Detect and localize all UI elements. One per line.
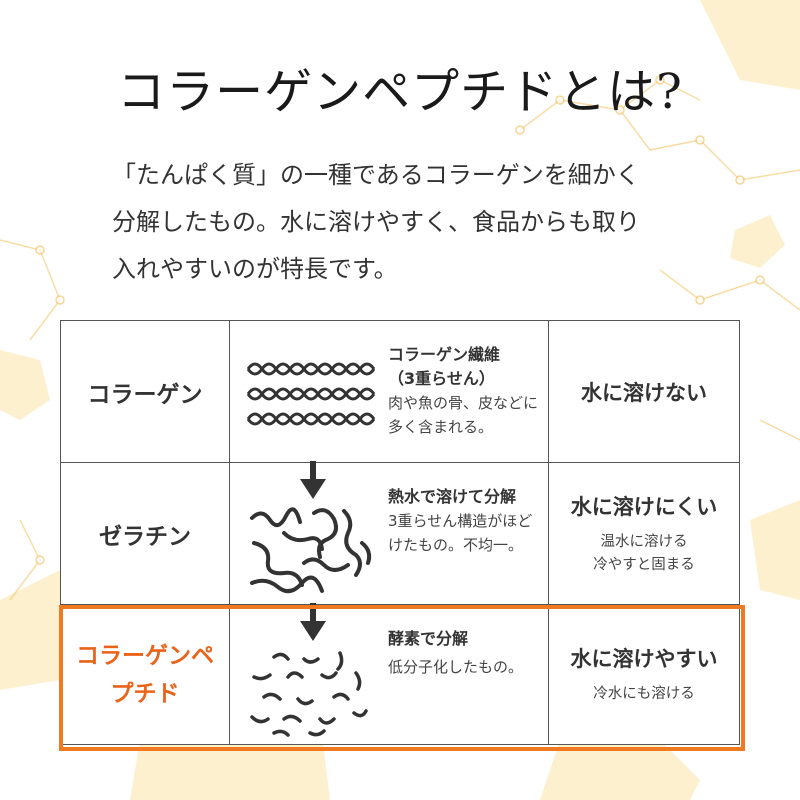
row-name: コラーゲンペプチド: [76, 642, 214, 707]
row-description: コラーゲン繊維 （3重らせん） 肉や魚の骨、皮などに多く含まれる。: [229, 320, 549, 463]
solubility-label: 水に溶けやすい: [570, 647, 718, 671]
short-fragments-icon: [250, 651, 368, 737]
row-solubility: 水に溶けない: [548, 320, 740, 463]
down-arrow-icon: [300, 461, 326, 499]
row-name: コラーゲン: [60, 320, 230, 463]
lead-line: 「たんぱく質」の一種であるコラーゲンを細かく: [112, 161, 640, 189]
description-heading: コラーゲン繊維: [388, 345, 501, 364]
row-name-highlight: コラーゲンペプチド: [60, 604, 230, 745]
solubility-note-line: 冷水にも溶ける: [593, 686, 695, 702]
row-description: 熱水で溶けて分解 3重らせん構造がほどけたもの。不均一。: [229, 461, 549, 605]
description-body: 肉や魚の骨、皮などに多く含まれる。: [388, 394, 539, 436]
triple-helix-icon: [246, 362, 376, 426]
lead-paragraph: 「たんぱく質」の一種であるコラーゲンを細かく 分解したもの。水に溶けやすく、食品…: [112, 152, 732, 293]
description-heading: 熱水で溶けて分解: [388, 487, 517, 506]
description-body: 低分子化したもの。: [388, 658, 524, 676]
row-solubility: 水に溶けにくい 温水に溶ける 冷やすと固まる: [548, 462, 740, 605]
solubility-note: 温水に溶ける 冷やすと固まる: [549, 531, 739, 577]
table-row: ゼラチン 熱水で溶けて分解 3重らせん構: [60, 461, 740, 605]
solubility-note-line: 冷やすと固まる: [593, 556, 695, 573]
lead-line: 分解したもの。水に溶けやすく、食品からも取り: [112, 208, 640, 236]
tangled-strands-icon: [250, 507, 372, 594]
solubility-note: 冷水にも溶ける: [549, 683, 739, 706]
row-solubility: 水に溶けやすい 冷水にも溶ける: [548, 604, 740, 745]
solubility-label: 水に溶けない: [581, 380, 707, 405]
table-row: コラーゲン コラーゲン繊維 （3重らせん） 肉や魚の骨、皮などに多く含まれる。 …: [60, 320, 740, 463]
description-text: コラーゲン繊維 （3重らせん） 肉や魚の骨、皮などに多く含まれる。: [388, 343, 538, 439]
description-text: 熱水で溶けて分解 3重らせん構造がほどけたもの。不均一。: [388, 485, 538, 557]
row-name: ゼラチン: [60, 462, 230, 605]
comparison-table: コラーゲン コラーゲン繊維 （3重らせん） 肉や魚の骨、皮などに多く含まれる。 …: [60, 320, 740, 745]
solubility-label: 水に溶けにくい: [570, 494, 718, 519]
description-heading: 酵素で分解: [388, 629, 469, 648]
solubility-note-line: 温水に溶ける: [600, 533, 688, 550]
down-arrow-icon: [300, 603, 326, 641]
lead-line: 入れやすいのが特長です。: [112, 255, 398, 283]
description-text: 酵素で分解 低分子化したもの。: [388, 627, 523, 679]
description-heading: （3重らせん）: [388, 369, 495, 388]
row-description: 酵素で分解 低分子化したもの。: [229, 603, 549, 745]
table-row: コラーゲンペプチド 酵素で分解 低分子化したもの。: [60, 603, 740, 745]
page-title: コラーゲンペプチドとは?: [117, 64, 683, 120]
description-body: 3重らせん構造がほどけたもの。不均一。: [388, 512, 533, 554]
